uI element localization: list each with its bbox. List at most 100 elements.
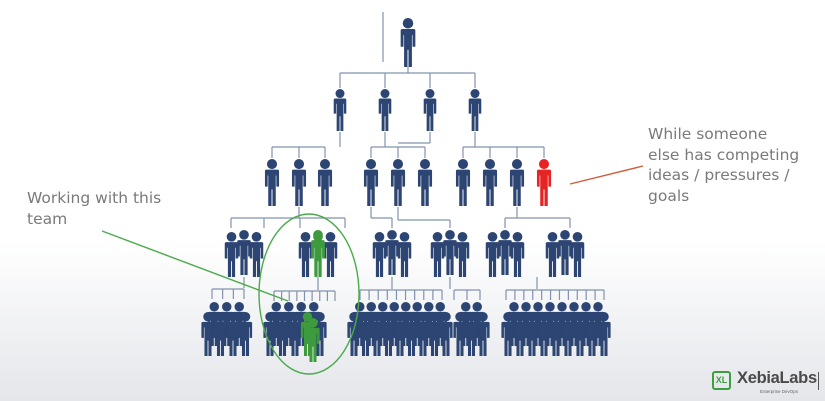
person-icon [404,312,419,356]
person-icon-part [417,169,433,206]
person-icon-part [513,321,527,356]
person-head [587,312,597,322]
logo-tagline: Enterprise DevOps [760,389,799,394]
person-icon-part [510,242,525,277]
person-head [455,312,465,322]
note-line: goals [648,186,690,205]
person-icon [264,159,280,206]
competing-pointer-line [569,165,644,185]
person-head [418,312,428,322]
person-head [203,312,213,322]
note-line: While someone [648,125,768,143]
person-icon [476,312,490,356]
person-head [487,232,498,242]
person-icon [363,159,379,206]
person-head [575,312,585,322]
person-head [557,302,567,312]
person-head [251,232,262,242]
person-head [445,230,455,240]
person-icon [224,232,239,277]
person-icon-part [224,242,239,277]
person-icon [417,159,433,206]
person-icon [347,312,361,356]
person-icon [485,232,500,277]
person-icon [378,89,392,131]
person-head [240,312,251,322]
xebialabs-logo: XL XebiaLabs Enterprise DevOps [712,369,822,398]
person-head [265,312,275,322]
person-icon-part [264,169,280,206]
team-pointer-line [101,230,289,302]
person-head [239,230,249,240]
person-icon [501,312,515,356]
person-icon [443,230,457,275]
person-head [441,312,451,322]
person-head [355,302,365,312]
person-head [372,312,382,322]
person-head [395,312,405,322]
person-icon-part [427,321,442,356]
person-icon [453,312,467,356]
person-head [593,302,603,312]
person-icon-part [333,98,347,131]
person-icon [536,159,552,206]
person-icon-part [404,321,419,356]
person-head [378,302,388,312]
person-head [374,232,385,242]
person-icon [570,232,585,277]
person-icon-part [323,242,338,277]
person-icon [498,230,512,275]
person-icon [237,230,251,275]
person-icon [545,232,560,277]
person-icon-part [573,321,587,356]
logo-name: XebiaLabs [737,369,817,387]
person-head [461,302,471,312]
person-icon-part [306,327,320,362]
person-icon-part [390,169,406,206]
person-icon [482,159,498,206]
person-icon-part [482,169,498,206]
person-head [547,232,558,242]
person-head [569,302,579,312]
person-icon [275,312,290,356]
person-head [533,302,543,312]
person-icon-part [549,321,563,356]
person-head [511,159,523,170]
person-head [503,312,513,322]
person-icon-part [525,321,539,356]
person-head [425,89,435,99]
person-head [309,302,319,312]
person-icon-part [485,242,500,277]
person-icon [549,312,563,356]
person-icon-part [597,321,611,356]
person-icon [372,232,387,277]
person-head [551,312,561,322]
person-icon-part [275,321,290,356]
person-icon [455,159,471,206]
person-head [560,230,570,240]
person-head [484,159,496,170]
person-icon [525,312,539,356]
person-icon [430,232,445,277]
competing-goals-note: While someone else has competing ideas /… [648,124,823,206]
person-head [581,302,591,312]
person-head [424,302,434,312]
person-icon-part [363,169,379,206]
person-head [402,18,414,29]
person-head [472,302,482,312]
person-icon-part [443,240,457,275]
person-icon-part [400,29,416,67]
person-icon [311,232,325,277]
person-head [545,302,555,312]
team-highlight-ellipse [258,213,360,375]
person-head [412,302,422,312]
person-head [512,232,523,242]
connector-lines [211,12,605,301]
person-icon-part [501,321,515,356]
person-icon [423,89,437,131]
person-icon-part [509,169,525,206]
person-head [387,230,397,240]
person-icon [370,312,384,356]
person-icon [468,89,482,131]
person-head [302,312,313,322]
